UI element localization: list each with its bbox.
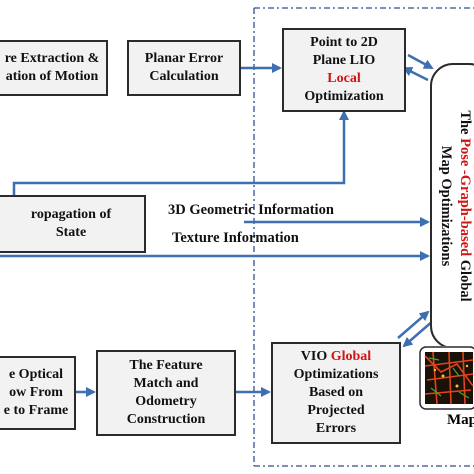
optical-flow-box: e Optical ow From e to Frame	[0, 356, 76, 430]
pose-graph-suffix: Global	[457, 259, 473, 302]
propagation-line2: State	[55, 225, 87, 240]
planar-error-line1: Planar Error	[144, 51, 224, 66]
propagation-box: ropagation of State	[0, 195, 146, 253]
pose-graph-title: The Pose -Graph-based Global Map Optimiz…	[436, 110, 474, 301]
map-caption: Map	[447, 412, 474, 428]
lio-line1: Point to 2D	[310, 35, 378, 50]
lio-line4: Optimization	[304, 89, 384, 104]
arrow-vio-to-posegraph	[397, 310, 430, 339]
vio-line3: Based on	[308, 385, 364, 400]
pose-graph-line2: Map Optimizations	[438, 145, 454, 267]
geometric-info-label: 3D Geometric Information	[168, 202, 334, 218]
propagation-line1: ropagation of	[30, 207, 112, 222]
optical-flow-line3: e to Frame	[3, 403, 69, 418]
pose-graph-highlight: Pose -Graph-based	[457, 138, 473, 257]
vio-line1: VIO Global	[294, 348, 379, 366]
optimization-region-border	[253, 7, 474, 467]
lio-local-highlight: Local	[327, 71, 361, 86]
vio-line5: Errors	[315, 421, 357, 436]
pose-graph-box: The Pose -Graph-based Global Map Optimiz…	[403, 62, 474, 350]
lio-line2: Plane LIO	[312, 53, 376, 68]
feature-extraction-line2: ation of Motion	[5, 69, 99, 84]
feature-extraction-box: re Extraction & ation of Motion	[0, 40, 108, 96]
vio-global-optimization-box: VIO Global Optimizations Based on Projec…	[271, 342, 401, 444]
pose-graph-prefix: The	[457, 110, 473, 135]
feature-match-box: The Feature Match and Odometry Construct…	[96, 350, 236, 436]
vio-line2: Optimizations	[293, 367, 379, 382]
arrow-posegraph-to-vio	[402, 319, 435, 348]
arrow-propagation-to-lio	[12, 110, 349, 195]
optical-flow-line2: ow From	[9, 385, 63, 400]
planar-error-line2: Calculation	[149, 69, 219, 84]
feature-match-line2: Match and	[133, 376, 199, 391]
feature-match-line3: Odometry	[135, 394, 197, 409]
texture-info-label: Texture Information	[172, 230, 299, 246]
optical-flow-line1: e Optical	[8, 367, 64, 382]
map-thumbnail: Map	[419, 346, 474, 436]
point-cloud-map-image	[419, 346, 474, 436]
feature-match-line1: The Feature	[129, 358, 203, 373]
vio-global-highlight: Global	[330, 349, 372, 364]
lio-local-optimization-box: Point to 2D Plane LIO Local Optimization	[282, 28, 406, 112]
arrow-lio-to-posegraph	[407, 53, 434, 70]
feature-extraction-line1: re Extraction &	[4, 51, 100, 66]
arrow-posegraph-to-lio	[402, 66, 429, 82]
feature-match-line4: Construction	[126, 412, 206, 427]
planar-error-box: Planar Error Calculation	[127, 40, 241, 96]
vio-label: VIO	[300, 349, 328, 364]
vio-line4: Projected	[307, 403, 365, 418]
pose-graph-line1: The Pose -Graph-based Global	[455, 110, 474, 301]
